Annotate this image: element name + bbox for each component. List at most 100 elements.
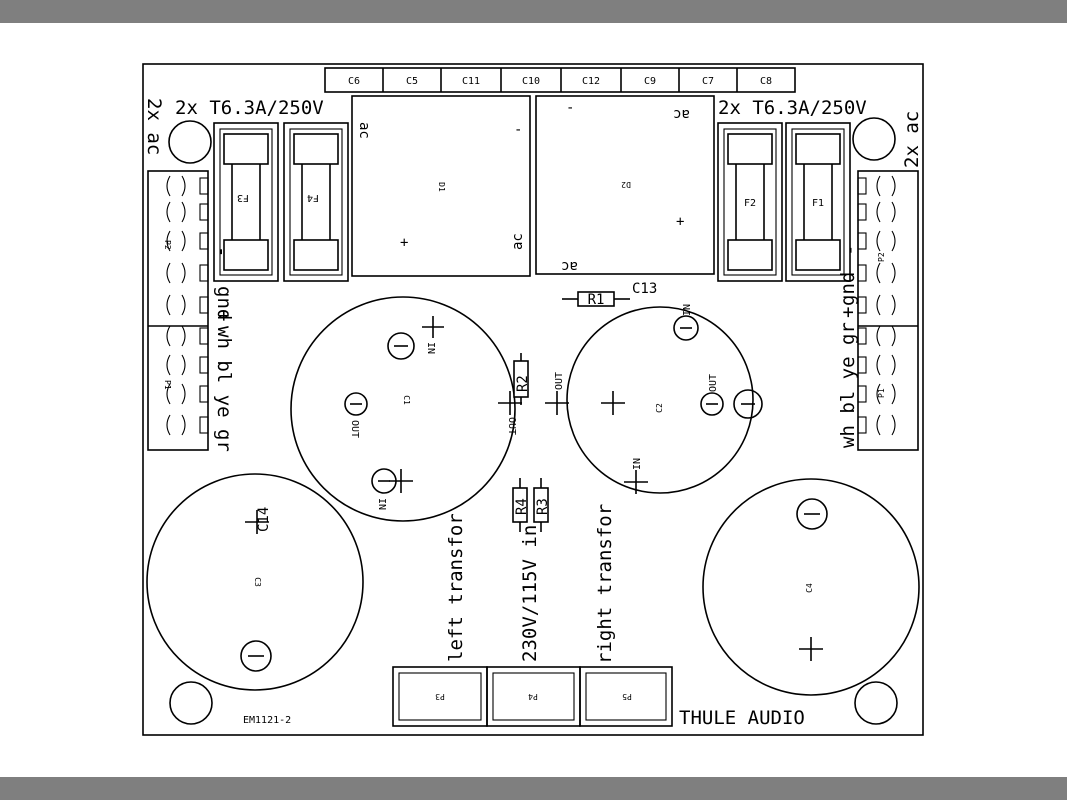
terminal-pin bbox=[857, 325, 896, 347]
regulator-c2-label: C2 bbox=[655, 403, 664, 413]
right-wire-colors-label: wh bl ye gr bbox=[837, 322, 859, 448]
terminal-pin bbox=[857, 230, 896, 252]
regulator-c1-minus-top bbox=[387, 332, 415, 360]
fuse-rating-right: 2x T6.3A/250V bbox=[718, 97, 867, 119]
resistor-r2: R2 bbox=[513, 353, 531, 405]
terminal-pin bbox=[166, 414, 209, 436]
capacitor-c3-minus bbox=[240, 640, 272, 672]
cap-c7-label: C7 bbox=[702, 76, 714, 87]
mounting-hole-top-left bbox=[168, 120, 212, 164]
bridge-rectifier-d1: D1 ac ac + - bbox=[351, 95, 531, 277]
terminal-pin bbox=[166, 230, 209, 252]
cap-c8-label: C8 bbox=[760, 76, 772, 87]
mains-input-label: 230V/115V in bbox=[519, 525, 541, 662]
bridge-d1-minus: - bbox=[514, 122, 522, 138]
bridge-d1-ac-bottom: ac bbox=[510, 233, 526, 250]
board-outline bbox=[142, 63, 924, 736]
regulator-c1-in-bottom: IN bbox=[376, 498, 387, 510]
connector-p4-label: P4 bbox=[528, 692, 538, 701]
brand-label: THULE AUDIO bbox=[679, 707, 805, 729]
fuse-f2-label: F2 bbox=[744, 198, 756, 209]
cap-c5-label: C5 bbox=[406, 76, 418, 87]
left-terminal-pins bbox=[166, 175, 209, 436]
fuse-f1-label: F1 bbox=[812, 198, 824, 209]
right-terminal-j1-label: P2 bbox=[877, 252, 886, 262]
terminal-pin bbox=[166, 262, 209, 284]
fuse-f4-label: F4 bbox=[307, 192, 319, 203]
left-minus-label: - bbox=[211, 246, 233, 257]
regulator-c2-in-bottom: IN bbox=[632, 458, 643, 470]
bridge-d2-ac-bottom: ac bbox=[561, 258, 578, 274]
resistor-r1: R1 bbox=[562, 291, 630, 308]
terminal-pin bbox=[166, 383, 209, 405]
right-minus-label: - bbox=[839, 245, 861, 256]
connector-p3: P3 bbox=[392, 666, 488, 727]
regulator-c2-in-top: IN bbox=[682, 304, 693, 316]
regulator-c1-out-right: OUT bbox=[506, 417, 517, 435]
regulator-c2-out-mid: OUT bbox=[708, 374, 719, 392]
right-terminal-pins bbox=[857, 175, 896, 436]
capacitor-c4-label: C4 bbox=[805, 583, 814, 593]
connector-p5: P5 bbox=[579, 666, 673, 727]
connector-p5-label: P5 bbox=[622, 692, 632, 701]
regulator-c2-minus-mid bbox=[700, 392, 724, 416]
mounting-hole-bottom-right bbox=[854, 681, 898, 725]
right-terminal-block: P2 P1 bbox=[857, 170, 919, 451]
left-gnd-label: gnd bbox=[213, 286, 235, 320]
regulator-c1-out-mid: OUT bbox=[349, 420, 360, 438]
terminal-pin bbox=[857, 201, 896, 223]
fuse-holder-f2: F2 bbox=[717, 122, 783, 282]
terminal-pin bbox=[857, 383, 896, 405]
connector-p4: P4 bbox=[486, 666, 581, 727]
regulator-c1-minus-mid bbox=[344, 392, 368, 416]
bridge-rectifier-d2: D2 ac ac + - bbox=[535, 95, 715, 275]
resistor-r4: R4 bbox=[512, 478, 530, 532]
cap-c11-label: C11 bbox=[462, 76, 480, 87]
fuse-holder-f4: F4 bbox=[283, 122, 349, 282]
mounting-hole-top-right bbox=[852, 117, 896, 161]
terminal-pin bbox=[857, 354, 896, 376]
mounting-hole-bottom-left bbox=[169, 681, 213, 725]
fuse-rating-left: 2x T6.3A/250V bbox=[175, 97, 324, 119]
right-plus-label: + bbox=[837, 307, 859, 318]
regulator-c2-minus-top bbox=[673, 315, 699, 341]
right-transformer-label: right transfor bbox=[594, 504, 616, 664]
resistor-r1-label: R1 bbox=[588, 292, 605, 308]
left-wire-colors-label: wh bl ye gr bbox=[213, 326, 235, 452]
terminal-pin bbox=[857, 414, 896, 436]
terminal-pin bbox=[166, 175, 209, 197]
cap-c12-label: C12 bbox=[582, 76, 600, 87]
board-id-label: EM1121-2 bbox=[243, 715, 291, 726]
fuse-holder-f3: F3 bbox=[213, 122, 279, 282]
resistor-r4-label: R4 bbox=[514, 498, 530, 515]
terminal-pin bbox=[857, 175, 896, 197]
capacitor-c14-label: C14 bbox=[256, 507, 272, 532]
terminal-pin bbox=[166, 354, 209, 376]
bridge-d2-ac-top: ac bbox=[673, 106, 690, 122]
fuse-f3-label: F3 bbox=[237, 192, 249, 203]
resistor-r3: R3 bbox=[533, 478, 551, 532]
resistor-r3-label: R3 bbox=[535, 498, 551, 515]
regulator-c1-label: C1 bbox=[402, 395, 411, 405]
connector-p3-label: P3 bbox=[435, 692, 445, 701]
ac-label-right: 2x ac bbox=[901, 111, 923, 168]
regulator-c1-in-top: IN bbox=[425, 342, 436, 354]
resistor-r2-label: R2 bbox=[515, 375, 531, 392]
bridge-d2-label: D2 bbox=[621, 180, 631, 189]
terminal-pin bbox=[857, 262, 896, 284]
capacitor-c3: C3 C14 bbox=[146, 473, 364, 691]
regulator-c1: C1 IN OUT IN OUT bbox=[290, 296, 522, 522]
bridge-d1-label: D1 bbox=[437, 182, 446, 192]
regulator-c2: C2 IN OUT OUT IN bbox=[545, 304, 763, 494]
bridge-d1-ac-top: ac bbox=[356, 122, 372, 139]
bridge-d2-minus: - bbox=[566, 100, 574, 116]
capacitor-c4: C4 bbox=[702, 478, 920, 696]
top-bar bbox=[0, 0, 1067, 23]
left-terminal-j2-label: P1 bbox=[163, 380, 172, 390]
terminal-pin bbox=[166, 325, 209, 347]
cap-c13-label: C13 bbox=[632, 281, 657, 297]
left-terminal-block: P2 P1 bbox=[147, 170, 209, 451]
right-terminal-j2-label: P1 bbox=[877, 388, 886, 398]
